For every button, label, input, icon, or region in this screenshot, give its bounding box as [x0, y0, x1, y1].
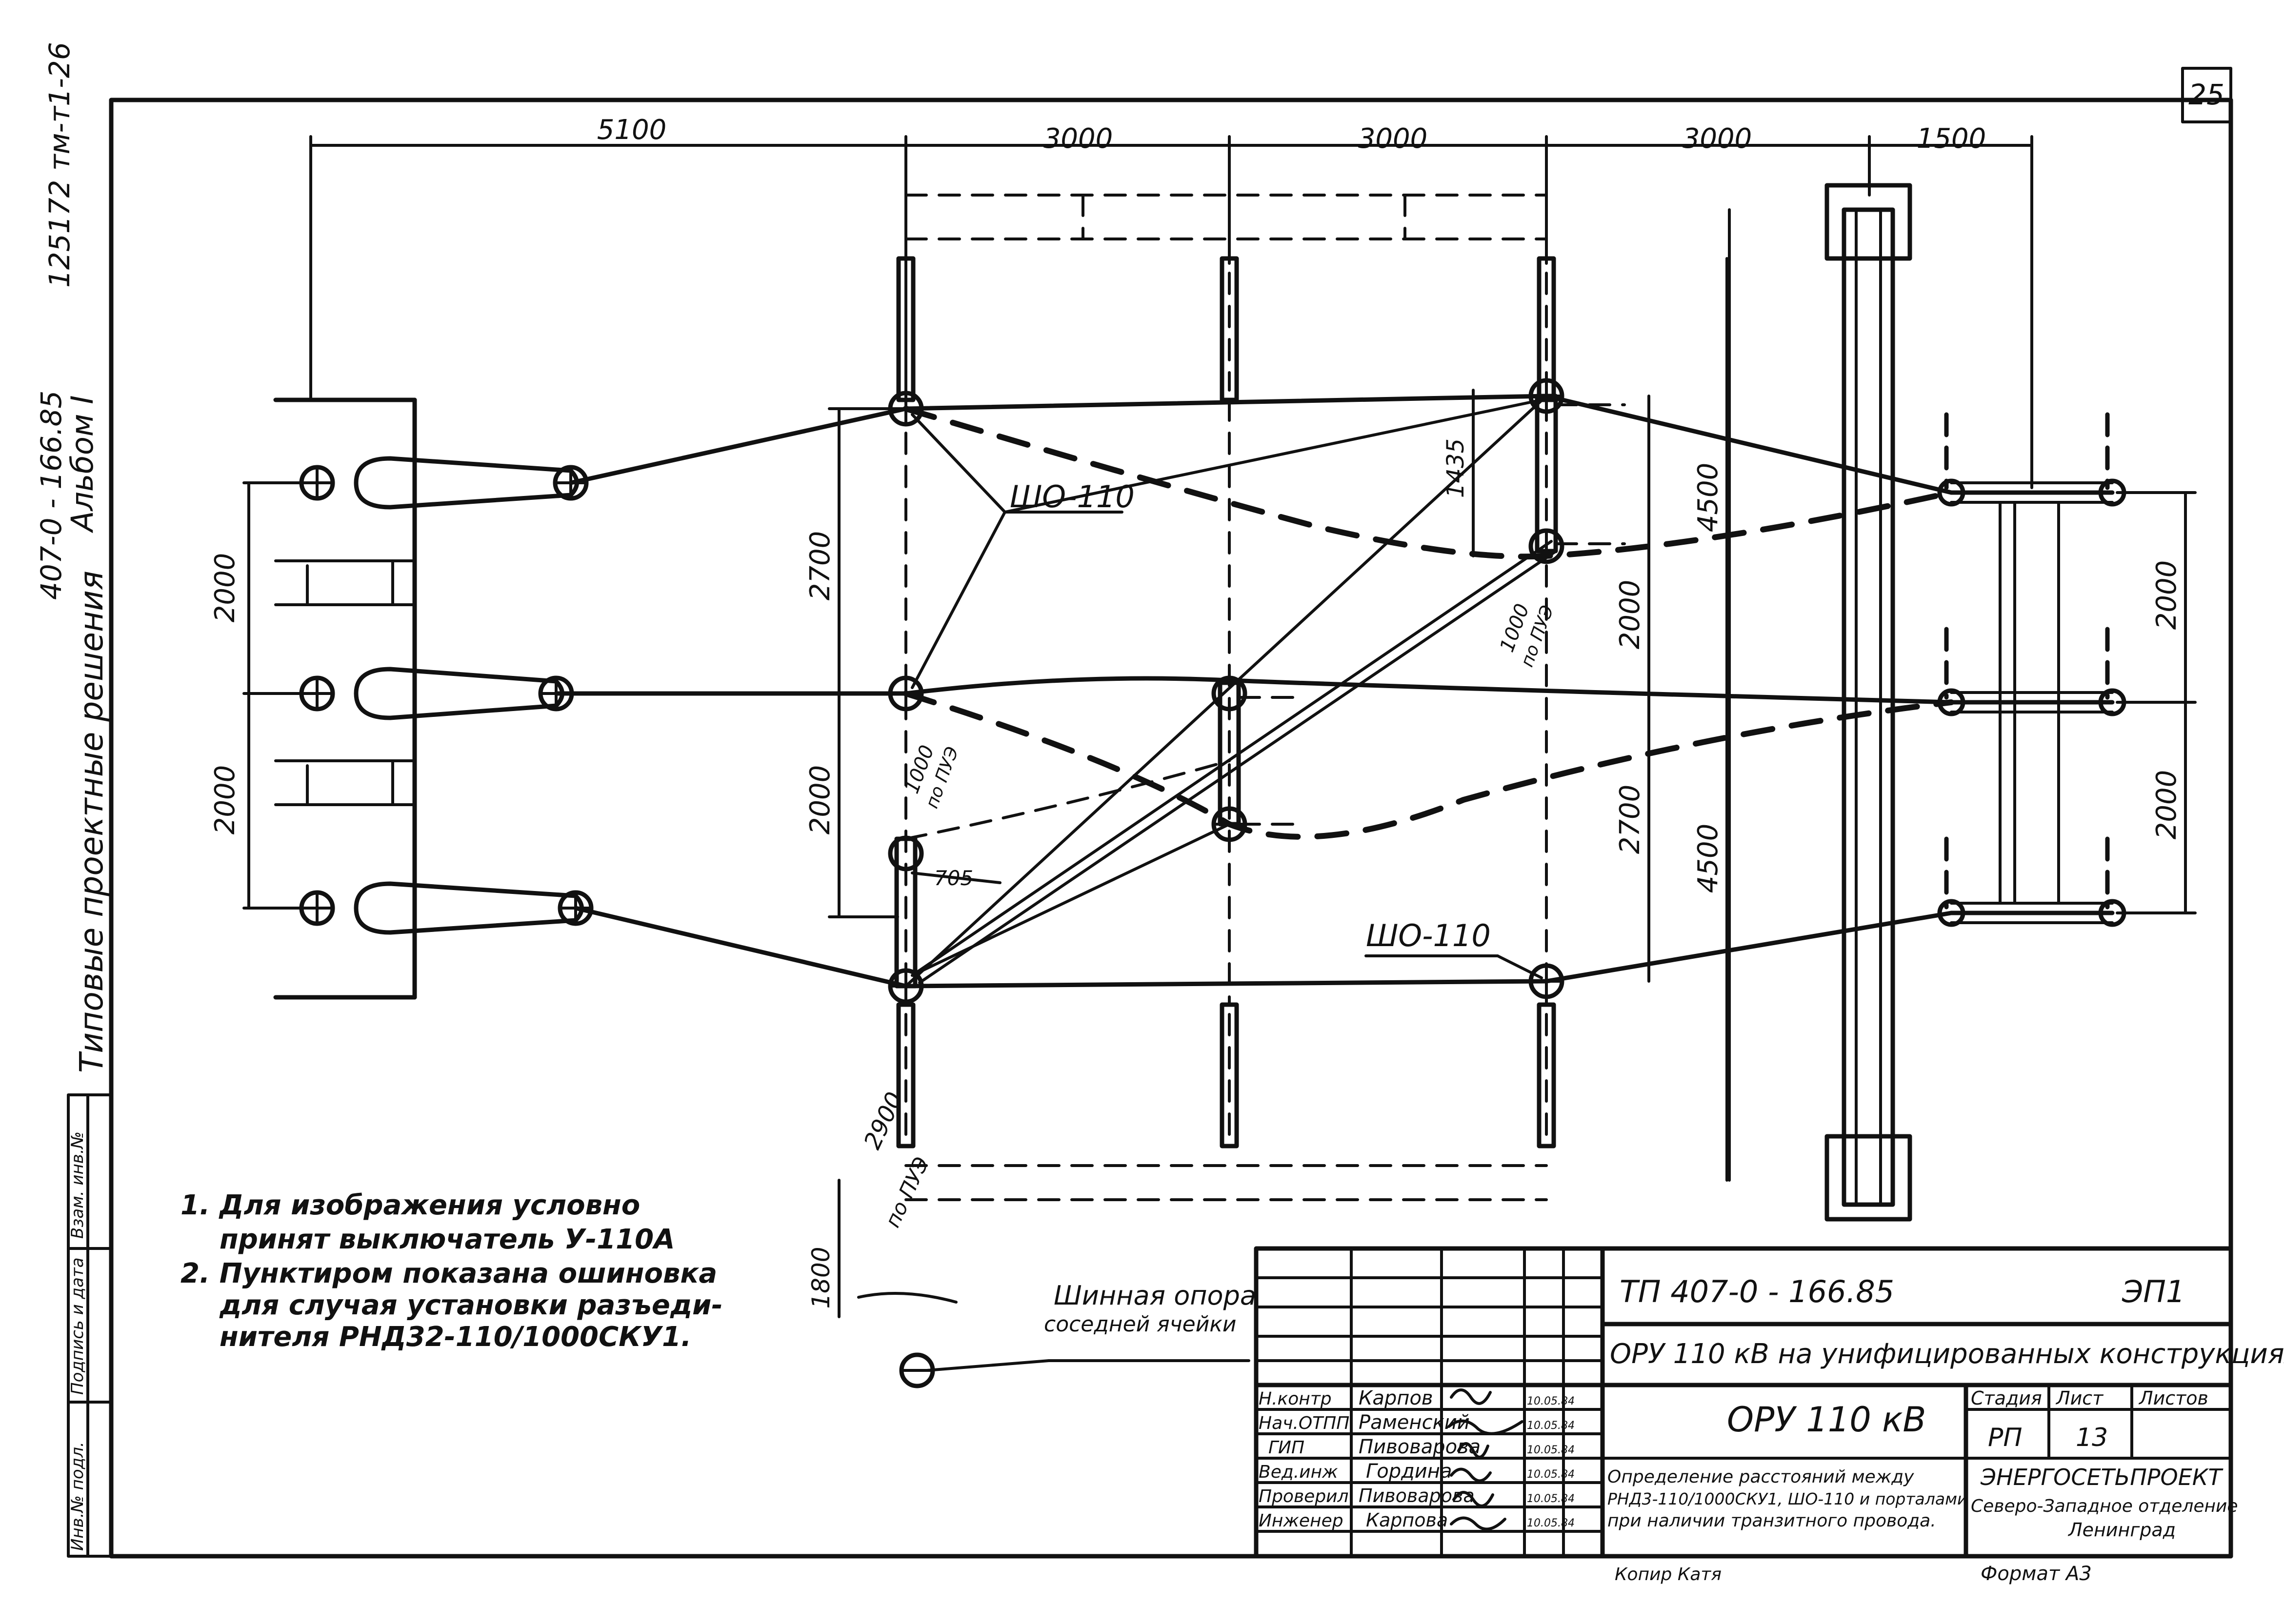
tb-role-0: Н.контр [1259, 1389, 1332, 1409]
tb-date-2: 10.05.84 [1527, 1444, 1575, 1456]
left-portal [273, 397, 594, 1000]
dim-right-2000-b: 2000 [2151, 770, 2183, 840]
tb-org-sub: Северо-Западное отделение [1971, 1496, 2238, 1516]
note-2c: нителя РНД32-110/1000СКУ1. [220, 1321, 691, 1353]
tb-desc-2: РНД3-110/1000СКУ1, ШО-110 и порталами [1607, 1489, 1967, 1508]
tb-date-0: 10.05.84 [1527, 1395, 1575, 1407]
side-code: 125172 тм-т1-26 [43, 42, 76, 288]
dim-2900-pue: по ПУЭ [881, 1153, 934, 1231]
dim-2900: 2900 [859, 1088, 908, 1153]
dashed-conductors [903, 406, 1954, 840]
tb-role-5: Инженер [1259, 1511, 1343, 1531]
album-doc: 407-0 - 166.85 [35, 391, 68, 600]
tb-desc-1: Определение расстояний между [1607, 1467, 1914, 1487]
dim-middle [828, 257, 1728, 1182]
dashed-portal-top [904, 194, 1548, 1201]
tb-date-3: 10.05.84 [1527, 1468, 1575, 1481]
tb-stage-label: Стадия [1971, 1387, 2042, 1409]
dim-left [242, 481, 314, 910]
tb-format: Формат А3 [1981, 1563, 2092, 1585]
note-2b: для случая установки разъеди- [219, 1289, 723, 1321]
arc-1800 [857, 1292, 958, 1304]
dim-right [2116, 491, 2197, 914]
tb-name-3: Гордина [1366, 1460, 1452, 1483]
note-1b: принят выключатель У-110А [220, 1224, 675, 1255]
dim-top-1500: 1500 [1917, 123, 1986, 155]
tb-name-0: Карпов [1359, 1387, 1433, 1409]
tb-role-3: Вед.инж [1259, 1462, 1338, 1482]
tb-desc-3: при наличии транзитного провода. [1607, 1511, 1936, 1531]
tb-code: ТП 407-0 - 166.85 [1620, 1274, 1894, 1309]
disconnector-col2 [1211, 675, 1299, 842]
tb-sheet-label: Лист [2055, 1387, 2104, 1409]
dim-center-2700: 2700 [1614, 785, 1646, 854]
title-block [1254, 1246, 2233, 1559]
album-name: Альбом I [64, 395, 100, 534]
tb-org-city: Ленинград [2067, 1519, 2176, 1541]
note-2a: 2. Пунктиром показана ошиновка [180, 1258, 717, 1289]
tb-name-5: Карпова [1366, 1509, 1448, 1531]
callout-sho-110-a: ШО-110 [1010, 479, 1135, 515]
tb-date-5: 10.05.84 [1527, 1517, 1575, 1529]
dim-top-3000-a: 3000 [1043, 123, 1113, 155]
dim-right-2000-a: 2000 [2151, 560, 2183, 630]
stamp-replace: Взам. инв.№ [68, 1131, 87, 1239]
dim-top-5100: 5100 [597, 114, 667, 146]
side-stamp [67, 1093, 113, 1558]
tb-sheet-no: 13 [2076, 1423, 2108, 1452]
right-portal [1728, 183, 1912, 1222]
disconnector-col3 [1528, 378, 1626, 999]
dim-center-4500-a: 4500 [1692, 463, 1724, 533]
callout-bus-support-1: Шинная опора [1054, 1280, 1256, 1311]
stamp-sign: Подпись и дата [68, 1257, 87, 1395]
tb-date-1: 10.05.84 [1527, 1420, 1575, 1432]
dim-center-2000: 2000 [1614, 580, 1646, 650]
sheet-number: 25 [2188, 78, 2224, 111]
tb-date-4: 10.05.84 [1527, 1493, 1575, 1505]
callout-bus-support-2: соседней ячейки [1044, 1312, 1237, 1337]
support-columns [896, 256, 1556, 1149]
album-series: Типовые проектные решения [73, 571, 110, 1073]
frame [109, 67, 2233, 1559]
dim-left-2000-a: 2000 [209, 553, 241, 623]
dimension-chain-top [309, 135, 2033, 489]
right-disconnectors [1937, 412, 2126, 927]
conductors [554, 394, 1954, 989]
dim-1800: 1800 [807, 1247, 835, 1308]
tb-stage: РП [1988, 1423, 2022, 1452]
tb-sheets-label: Листов [2138, 1387, 2208, 1409]
dim-center-4500-b: 4500 [1692, 824, 1724, 893]
dim-center-1435: 1435 [1442, 438, 1469, 498]
stamp-inv: Инв.№ подл. [68, 1442, 87, 1551]
dim-left-2000-b: 2000 [209, 765, 241, 835]
tb-org: ЭНЕРГОСЕТЬПРОЕКТ [1980, 1464, 2224, 1490]
dim-705: 705 [934, 866, 973, 890]
tb-role-4: Проверил [1259, 1486, 1349, 1506]
dim-mid-2000: 2000 [804, 765, 836, 835]
note-1a: 1. Для изображения условно [180, 1189, 640, 1221]
disconnector-col1 [888, 391, 924, 1004]
dim-mid-2700: 2700 [804, 531, 836, 601]
tb-role-2: ГИП [1268, 1438, 1304, 1458]
tb-role-1: Нач.ОТПП [1259, 1413, 1349, 1433]
callout-leaders [911, 398, 1543, 1372]
tb-sheet-title: ОРУ 110 кВ [1727, 1400, 1926, 1440]
dim-705-line [911, 871, 1002, 884]
signatures [1447, 1388, 1523, 1531]
dim-top-3000-c: 3000 [1683, 123, 1752, 155]
tb-project: ОРУ 110 кВ на унифицированных конструкци… [1610, 1338, 2284, 1370]
dim-top-3000-b: 3000 [1358, 123, 1428, 155]
callout-sho-110-b: ШО-110 [1366, 918, 1491, 953]
tb-name-1: Раменский [1359, 1411, 1470, 1434]
tb-mark: ЭП1 [2122, 1274, 2185, 1309]
tb-copied: Копир Катя [1615, 1565, 1722, 1584]
